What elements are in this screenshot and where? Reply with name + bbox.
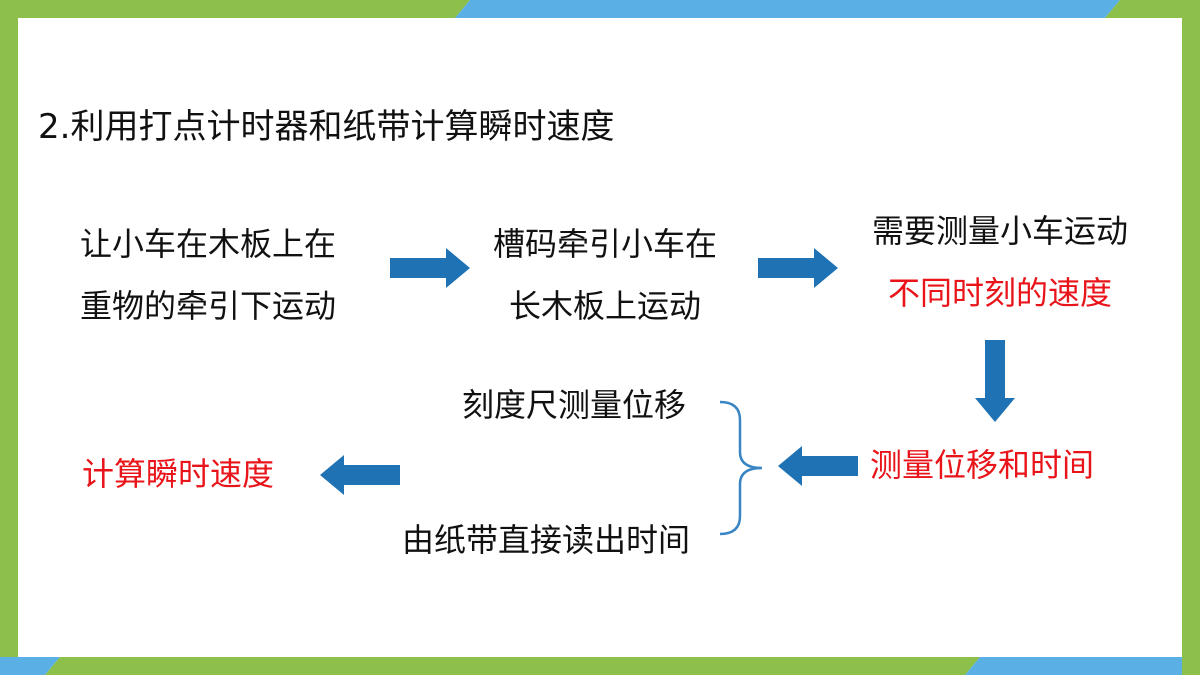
frame-bottom-green	[45, 657, 980, 675]
arrow-left-icon	[320, 455, 400, 495]
step1-line1: 让小车在木板上在	[80, 225, 337, 263]
slide-title: 2.利用打点计时器和纸带计算瞬时速度	[38, 107, 615, 147]
branch-top: 刻度尺测量位移	[462, 386, 687, 424]
frame-right	[1182, 0, 1200, 675]
curly-brace-icon	[719, 400, 763, 536]
step3-line2: 不同时刻的速度	[887, 274, 1112, 312]
arrow-down-icon	[975, 340, 1015, 422]
step2-line2: 长木板上运动	[508, 287, 701, 325]
branch-bottom: 由纸带直接读出时间	[402, 521, 691, 559]
arrow-right-icon	[390, 248, 470, 288]
frame-left	[0, 0, 18, 675]
step3-line1: 需要测量小车运动	[871, 212, 1128, 250]
frame-bottom-blue-right	[965, 657, 1200, 675]
frame-top-blue	[455, 0, 1120, 18]
frame-top-green	[0, 0, 470, 18]
step2-line1: 槽码牵引小车在	[492, 225, 717, 263]
arrow-left-icon	[778, 446, 858, 486]
frame-top-green-right	[1105, 0, 1200, 18]
step1-line2: 重物的牵引下运动	[80, 287, 337, 325]
arrow-right-icon	[758, 248, 838, 288]
slide-canvas	[18, 18, 1182, 657]
result-compute: 计算瞬时速度	[82, 455, 275, 493]
step4-measure: 测量位移和时间	[870, 446, 1095, 484]
